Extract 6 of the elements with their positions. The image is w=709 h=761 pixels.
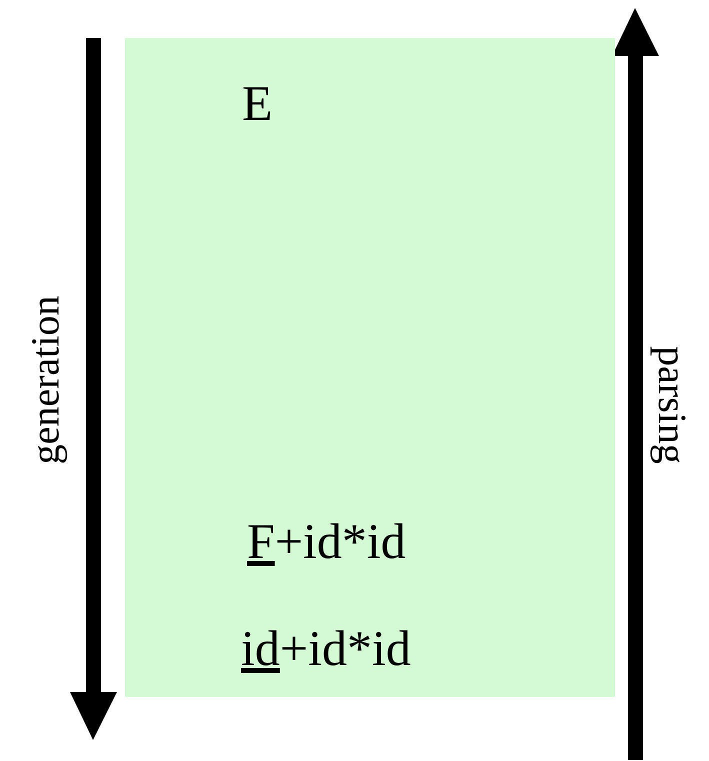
direction-label: parsing (652, 346, 692, 464)
expression-text: F+id*id (247, 516, 406, 566)
expression-text: id+id*id (241, 623, 411, 673)
expression-text: E (242, 78, 273, 128)
panel (125, 38, 615, 697)
direction-label: generation (24, 296, 65, 464)
